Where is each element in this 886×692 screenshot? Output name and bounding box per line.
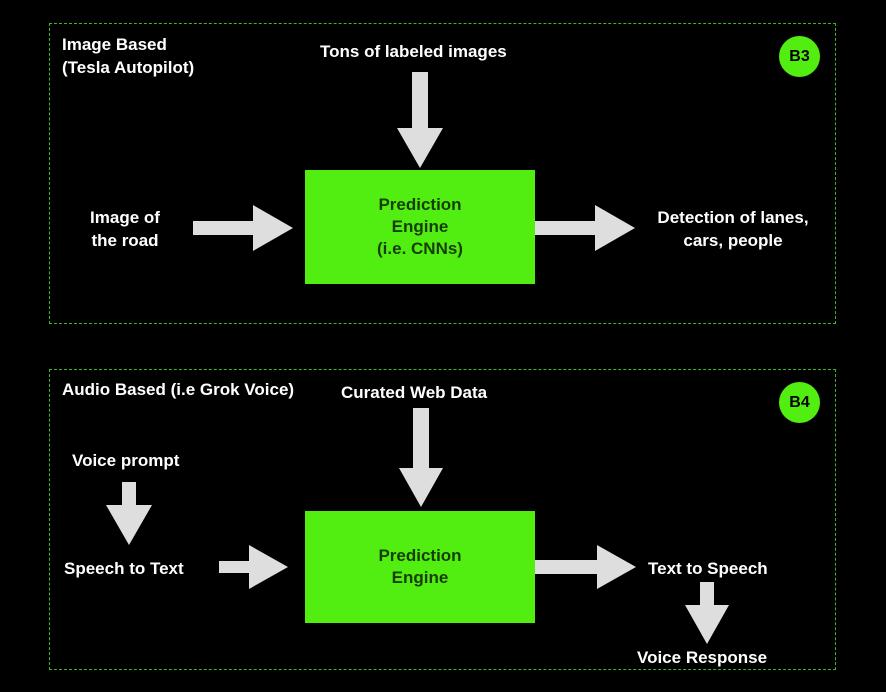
prediction-engine-audio-text: Prediction Engine bbox=[378, 546, 462, 587]
road-image-line1: Image of bbox=[90, 208, 160, 227]
input-road-image: Image of the road bbox=[72, 206, 178, 252]
voice-prompt: Voice prompt bbox=[72, 451, 180, 470]
panel-title-image-based: Image Based (Tesla Autopilot) bbox=[62, 33, 194, 79]
detection-line2: cars, people bbox=[683, 231, 783, 250]
badge-b4: B4 bbox=[779, 382, 820, 423]
panel-title-line1: Image Based bbox=[62, 35, 167, 54]
audio-based-panel bbox=[49, 369, 836, 670]
output-detection: Detection of lanes, cars, people bbox=[644, 206, 822, 252]
input-web-data: Curated Web Data bbox=[341, 383, 488, 402]
input-labeled-images: Tons of labeled images bbox=[320, 42, 507, 61]
text-to-speech: Text to Speech bbox=[648, 559, 768, 578]
prediction-engine-cnn: Prediction Engine (i.e. CNNs) bbox=[305, 170, 535, 284]
panel-title-line2: (Tesla Autopilot) bbox=[62, 58, 195, 77]
prediction-engine-audio: Prediction Engine bbox=[305, 511, 535, 623]
panel-title-audio-based: Audio Based (i.e Grok Voice) bbox=[62, 380, 295, 399]
voice-response: Voice Response bbox=[637, 648, 768, 667]
detection-line1: Detection of lanes, bbox=[657, 208, 809, 227]
road-image-line2: the road bbox=[91, 231, 159, 250]
badge-b3: B3 bbox=[779, 36, 820, 77]
speech-to-text: Speech to Text bbox=[64, 559, 184, 578]
prediction-engine-cnn-text: Prediction Engine (i.e. CNNs) bbox=[377, 195, 463, 258]
image-based-panel bbox=[49, 23, 836, 324]
